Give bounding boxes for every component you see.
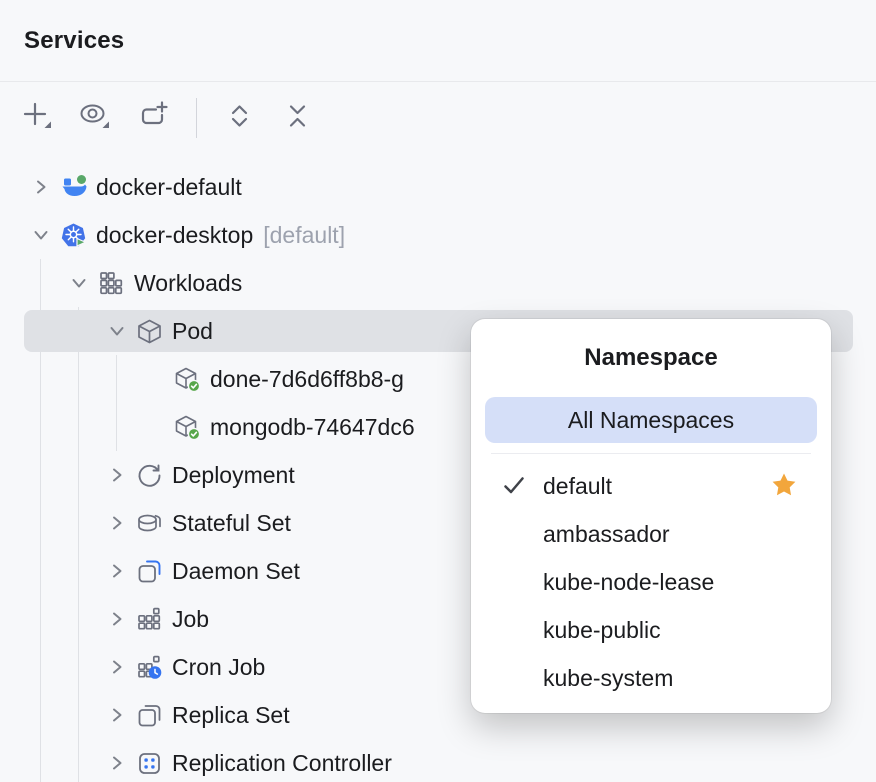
namespace-popup: Namespace All Namespaces default ambassa… [471,319,831,713]
chevron-right-icon[interactable] [104,702,130,728]
tree-item-label: Cron Job [172,653,266,680]
tree-item-label: Workloads [134,269,243,296]
tree-item-label: docker-desktop [96,221,254,248]
all-namespaces-option[interactable]: All Namespaces [485,397,817,443]
chevron-right-icon[interactable] [104,750,130,776]
open-in-new-tab-button[interactable] [130,95,176,141]
tree-item-label: Job [172,605,210,632]
tree-item-label: done-7d6d6ff8b8-g [210,365,404,392]
chevron-right-icon[interactable] [104,606,130,632]
chevron-down-icon[interactable] [104,318,130,344]
workloads-grid-icon [98,270,125,297]
replication-controller-icon [136,750,163,777]
chevron-right-icon[interactable] [28,174,54,200]
pod-running-icon [174,366,201,393]
indent-guide [78,307,79,782]
chevron-right-icon[interactable] [104,558,130,584]
chevron-down-icon[interactable] [28,222,54,248]
namespace-list: default ambassador kube-node-lease kube-… [471,462,831,702]
collapse-all-icon [281,99,315,138]
chevron-down-icon[interactable] [66,270,92,296]
panel-title: Services [24,26,125,54]
popup-divider [491,453,811,454]
expand-all-button[interactable] [217,95,263,141]
view-options-button[interactable] [72,95,118,141]
job-grid-icon [136,606,163,633]
star-icon[interactable] [769,471,799,501]
default-context-badge: [default] [263,221,346,248]
tree-item-label: Daemon Set [172,557,300,584]
namespace-label: kube-system [543,664,674,691]
tree-item-job[interactable]: Job [0,595,876,643]
deployment-refresh-icon [136,462,163,489]
add-service-button[interactable] [14,95,60,141]
tree-item-pod-mongodb[interactable]: mongodb-74647dc6 [0,403,876,451]
tree-item-docker-default[interactable]: docker-default [0,163,876,211]
tree-item-docker-desktop[interactable]: docker-desktop [default] [0,211,876,259]
replicaset-stack-icon [136,702,163,729]
namespace-item-kube-public[interactable]: kube-public [471,606,831,654]
namespace-item-kube-node-lease[interactable]: kube-node-lease [471,558,831,606]
tree-item-cron-job[interactable]: Cron Job [0,643,876,691]
checkmark-icon [501,473,531,499]
statefulset-cylinder-icon [136,510,163,537]
services-tree: docker-default docker-desktop [default] [0,163,876,782]
chevron-right-icon[interactable] [104,462,130,488]
tree-item-label: docker-default [96,173,242,200]
tree-item-replication-controller[interactable]: Replication Controller [0,739,876,782]
collapse-all-button[interactable] [275,95,321,141]
tree-item-pod-done[interactable]: done-7d6d6ff8b8-g [0,355,876,403]
indent-guide [116,355,117,451]
toolbar-separator [196,98,197,138]
chevron-right-icon[interactable] [104,510,130,536]
new-tab-plus-icon [136,99,170,138]
plus-dropdown-icon [20,99,54,138]
cronjob-clock-icon [136,654,163,681]
indent-guide [40,259,41,782]
tree-item-replica-set[interactable]: Replica Set [0,691,876,739]
expand-all-icon [223,99,257,138]
tree-item-workloads[interactable]: Workloads [0,259,876,307]
tree-item-label: Replication Controller [172,749,392,776]
namespace-item-default[interactable]: default [471,462,831,510]
tree-item-label: mongodb-74647dc6 [210,413,415,440]
popup-title: Namespace [584,344,718,371]
tree-item-label: Replica Set [172,701,290,728]
tree-item-deployment[interactable]: Deployment [0,451,876,499]
chevron-right-icon[interactable] [104,654,130,680]
namespace-item-kube-system[interactable]: kube-system [471,654,831,702]
namespace-label: kube-public [543,616,661,643]
tree-item-stateful-set[interactable]: Stateful Set [0,499,876,547]
panel-header: Services [0,0,876,82]
toolbar [0,86,876,150]
daemonset-icon [136,558,163,585]
namespace-label: ambassador [543,520,670,547]
namespace-item-ambassador[interactable]: ambassador [471,510,831,558]
namespace-label: kube-node-lease [543,568,715,595]
tree-item-label: Deployment [172,461,295,488]
namespace-label: default [543,472,613,499]
tree-item-label: Stateful Set [172,509,291,536]
tree-item-label: Pod [172,317,213,344]
pod-cube-icon [136,318,163,345]
kubernetes-icon [60,222,87,249]
eye-dropdown-icon [78,99,112,138]
pod-running-icon [174,414,201,441]
tree-item-daemon-set[interactable]: Daemon Set [0,547,876,595]
docker-icon [60,174,87,201]
